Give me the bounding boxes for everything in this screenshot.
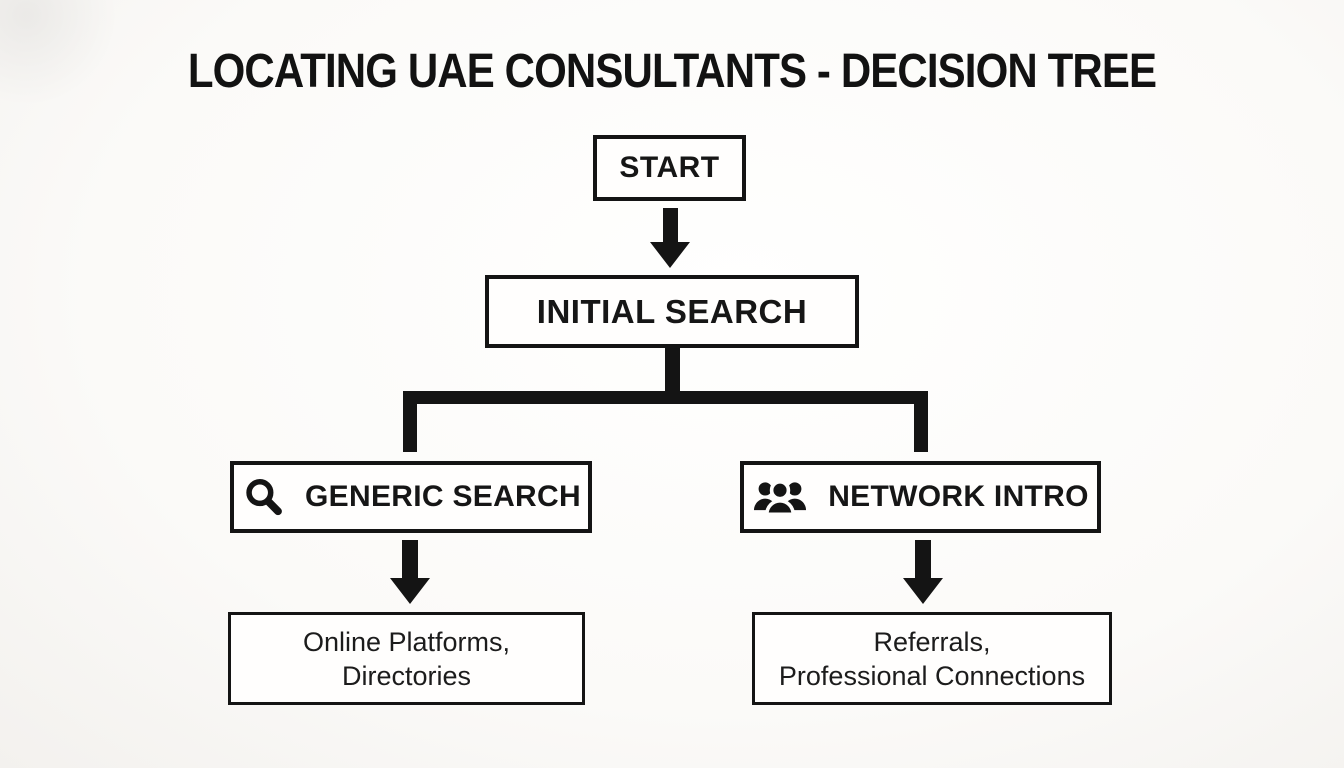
branch-connector-stem [665, 348, 680, 394]
arrow-network-to-result-shaft [915, 540, 931, 579]
initial-search-node: INITIAL SEARCH [485, 275, 859, 348]
result-line: Online Platforms, [302, 626, 511, 657]
start-node-label: START [619, 151, 720, 184]
result-line: Directories [341, 660, 472, 691]
generic-search-node-label: GENERIC SEARCH [305, 480, 581, 513]
search-icon [241, 475, 285, 519]
diagram-title: LOCATING UAE CONSULTANTS - DECISION TREE [187, 45, 1157, 98]
branch-connector-right-drop [914, 391, 928, 452]
result-line: Referrals, [873, 626, 991, 657]
arrow-generic-to-result-shaft [402, 540, 418, 579]
result-node-referrals: Referrals, Professional Connections [752, 612, 1112, 705]
result-line: Professional Connections [778, 660, 1086, 691]
people-group-icon [752, 474, 808, 520]
branch-connector-horizontal [403, 391, 928, 404]
arrow-down-icon [390, 578, 430, 604]
branch-connector-left-drop [403, 391, 417, 452]
arrow-start-to-initial-shaft [663, 208, 678, 244]
network-intro-node: NETWORK INTRO [740, 461, 1101, 533]
initial-search-node-label: INITIAL SEARCH [536, 292, 808, 330]
arrow-down-icon [903, 578, 943, 604]
network-intro-node-label: NETWORK INTRO [828, 480, 1089, 513]
start-node: START [593, 135, 746, 201]
result-node-online-platforms: Online Platforms, Directories [228, 612, 585, 705]
generic-search-node: GENERIC SEARCH [230, 461, 592, 533]
arrow-down-icon [650, 242, 690, 268]
